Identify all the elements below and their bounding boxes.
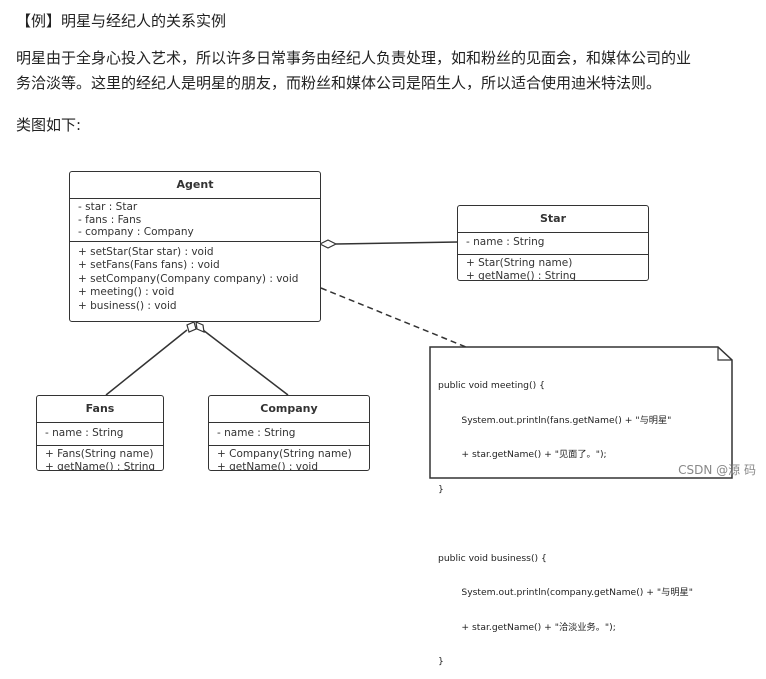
note-line: public void meeting() { [438,380,545,391]
agent-fans-aggregation [105,329,188,396]
agent-class: Agent - star : Star - fans : Fans - comp… [69,171,321,322]
note-link [320,287,467,348]
agent-class-name: Agent [70,172,320,199]
fans-attribute: - name : String [45,427,124,439]
paragraph-line-2: 务洽淡等。这里的经纪人是明星的朋友，而粉丝和媒体公司是陌生人，所以适合使用迪米特… [16,74,662,92]
fans-attributes: - name : String [37,423,163,446]
agent-method: + business() : void [78,299,177,312]
agent-method: + setStar(Star star) : void [78,246,214,258]
star-class-name: Star [458,206,648,233]
code-note-fold [717,347,732,361]
fans-class-name: Fans [37,396,163,423]
agent-attribute: - company : Company [78,226,194,239]
fans-method: + Fans(String name) [45,448,154,460]
star-methods: + Star(String name) + getName() : String [458,255,648,281]
code-note-shape [429,346,733,479]
company-method: + getName() : void [217,460,318,471]
fans-method: + getName() : String [45,460,156,471]
agent-attribute: - star : Star [78,201,138,213]
note-line: public void business() { [438,552,547,564]
company-attribute: - name : String [217,427,296,439]
agent-method: + meeting() : void [78,286,175,299]
agent-star-diamond [318,239,338,249]
company-method: + Company(String name) [217,448,352,460]
fans-methods: + Fans(String name) + getName() : String [37,446,163,471]
code-note-text: public void meeting() { System.out.print… [438,357,724,679]
note-line: System.out.println(fans.getName() + "与明星… [438,414,672,426]
agent-method: + setCompany(Company company) : void [78,272,299,285]
note-line: } [438,483,444,495]
class-diagram-label: 类图如下: [16,116,82,134]
note-line: System.out.println(company.getName() + "… [438,587,693,598]
company-methods: + Company(String name) + getName() : voi… [209,446,369,471]
star-method: + getName() : String [466,269,577,281]
star-attributes: - name : String [458,233,648,255]
agent-methods: + setStar(Star star) : void + setFans(Fa… [70,242,320,315]
note-line: + star.getName() + "见面了。"); [438,449,607,460]
note-line: } [438,656,444,667]
company-class-name: Company [209,396,369,423]
agent-attribute: - fans : Fans [78,213,142,226]
note-line: + star.getName() + "洽淡业务。"); [438,621,616,633]
example-heading: 【例】明星与经纪人的关系实例 [16,12,227,30]
agent-company-aggregation [202,329,289,396]
agent-fans-diamond [186,321,197,333]
star-method: + Star(String name) [466,257,573,269]
company-attributes: - name : String [209,423,369,446]
agent-method: + setFans(Fans fans) : void [78,259,220,272]
note-line [438,518,724,530]
star-class: Star - name : String + Star(String name)… [457,205,649,281]
agent-attributes: - star : Star - fans : Fans - company : … [70,199,320,242]
watermark: CSDN @源 码 [678,463,756,477]
star-attribute: - name : String [466,236,545,248]
agent-company-diamond [195,321,205,333]
uml-connectors [105,239,733,479]
paragraph-line-1: 明星由于全身心投入艺术，所以许多日常事务由经纪人负责处理，如和粉丝的见面会，和媒… [16,49,692,67]
fans-class: Fans - name : String + Fans(String name)… [36,395,164,471]
company-class: Company - name : String + Company(String… [208,395,370,471]
description-paragraph: 明星由于全身心投入艺术，所以许多日常事务由经纪人负责处理，如和粉丝的见面会，和媒… [16,46,756,96]
agent-star-aggregation [335,241,459,245]
